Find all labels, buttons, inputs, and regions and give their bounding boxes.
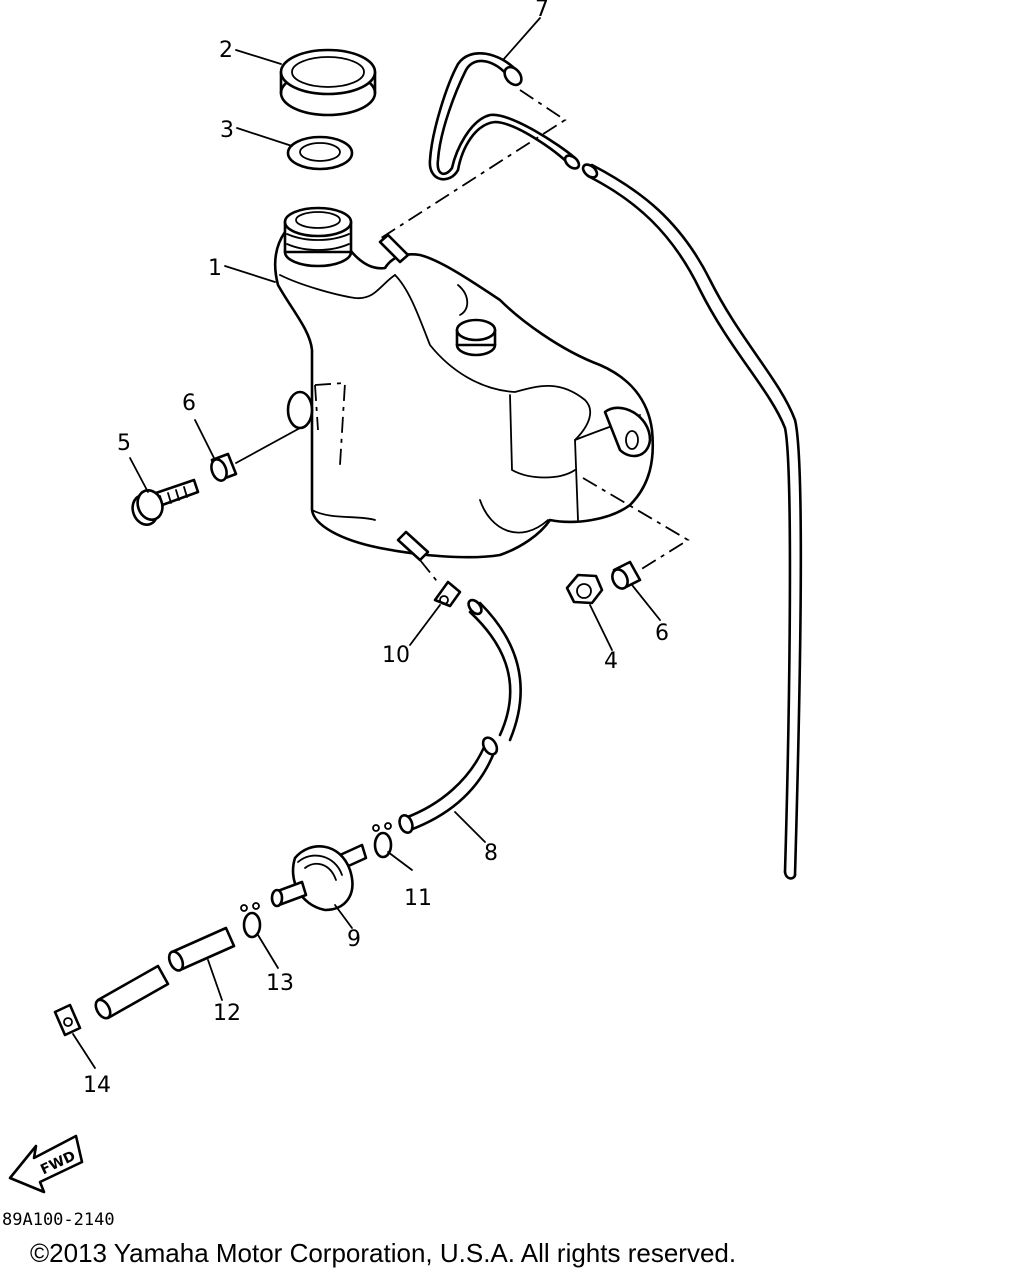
hose-clip-14 bbox=[53, 1003, 82, 1037]
callout-12: 12 bbox=[213, 1001, 241, 1026]
collar-left bbox=[210, 452, 238, 482]
callout-6-right: 6 bbox=[655, 621, 669, 646]
cap-gasket bbox=[286, 135, 354, 171]
tank-cap bbox=[279, 48, 377, 117]
fwd-arrow-icon: FWD bbox=[8, 1134, 84, 1194]
oil-hose bbox=[398, 598, 522, 835]
copyright-notice: ©2013 Yamaha Motor Corporation, U.S.A. A… bbox=[30, 1238, 737, 1268]
callout-2: 2 bbox=[219, 38, 233, 63]
hose-clamp-11 bbox=[372, 822, 393, 859]
oil-filter bbox=[270, 843, 368, 912]
callout-6-left: 6 bbox=[182, 391, 196, 416]
oil-tank bbox=[273, 206, 655, 562]
callout-11: 11 bbox=[404, 886, 432, 911]
hose-12 bbox=[94, 926, 236, 1020]
callout-10: 10 bbox=[382, 643, 410, 668]
nut bbox=[565, 573, 604, 605]
callout-labels: 1 2 3 4 5 6 6 7 8 9 10 11 12 13 14 bbox=[83, 0, 669, 1098]
collar-leader bbox=[235, 427, 301, 464]
callout-3: 3 bbox=[220, 118, 234, 143]
callout-4: 4 bbox=[604, 649, 618, 674]
callout-13: 13 bbox=[266, 971, 294, 996]
collar-right bbox=[611, 560, 642, 590]
callout-1: 1 bbox=[208, 256, 222, 281]
callout-9: 9 bbox=[347, 927, 361, 952]
hose-clamp-13 bbox=[240, 902, 262, 939]
callout-5: 5 bbox=[117, 431, 131, 456]
callout-7: 7 bbox=[535, 0, 549, 22]
callout-leaders bbox=[72, 17, 661, 1069]
callout-8: 8 bbox=[484, 841, 498, 866]
assembly-leader-lines bbox=[377, 89, 690, 586]
hose-clip-10 bbox=[433, 580, 462, 608]
drawing-code: 89A100-2140 bbox=[2, 1210, 115, 1230]
mounting-bolt bbox=[131, 478, 200, 526]
breather-hose bbox=[428, 52, 803, 880]
callout-14: 14 bbox=[83, 1073, 111, 1098]
